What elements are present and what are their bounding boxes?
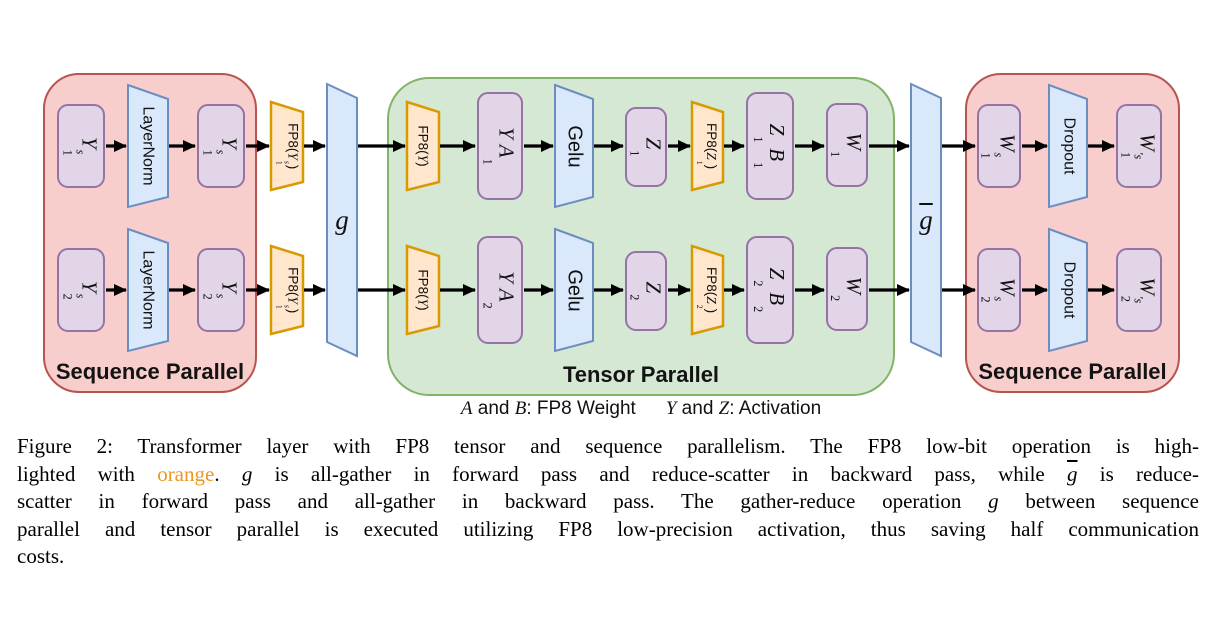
caption-line-2: lighted with orange. g is all-gather in … — [17, 461, 1199, 486]
tensor-parallel-label: Tensor Parallel — [562, 362, 720, 387]
transformer-fp8-diagram: Sequence Parallel Tensor Parallel Sequen… — [43, 73, 1180, 396]
sequence-parallel-left-label: Sequence Parallel — [55, 359, 245, 384]
caption-line-4: parallel and tensor parallel is executed… — [17, 516, 1199, 541]
caption-line-1: Figure 2: Transformer layer with FP8 ten… — [17, 434, 1199, 458]
gbar-label: g — [919, 204, 933, 235]
reduce-scatter-gbar-parallelogram — [910, 82, 942, 358]
all-gather-g-parallelogram — [326, 82, 358, 358]
sequence-parallel-right-label: Sequence Parallel — [978, 359, 1167, 384]
g-label: g — [335, 204, 349, 235]
fp8-cast-y1s-trapezoid-top — [269, 100, 305, 192]
figure-caption: Figure 2: Transformer layer with FP8 ten… — [17, 433, 1199, 571]
caption-line-5: costs. — [17, 544, 65, 568]
fp8-cast-y1s-trapezoid-bottom — [269, 244, 305, 336]
caption-line-3: scatter in forward pass and all-gather i… — [17, 489, 1200, 513]
